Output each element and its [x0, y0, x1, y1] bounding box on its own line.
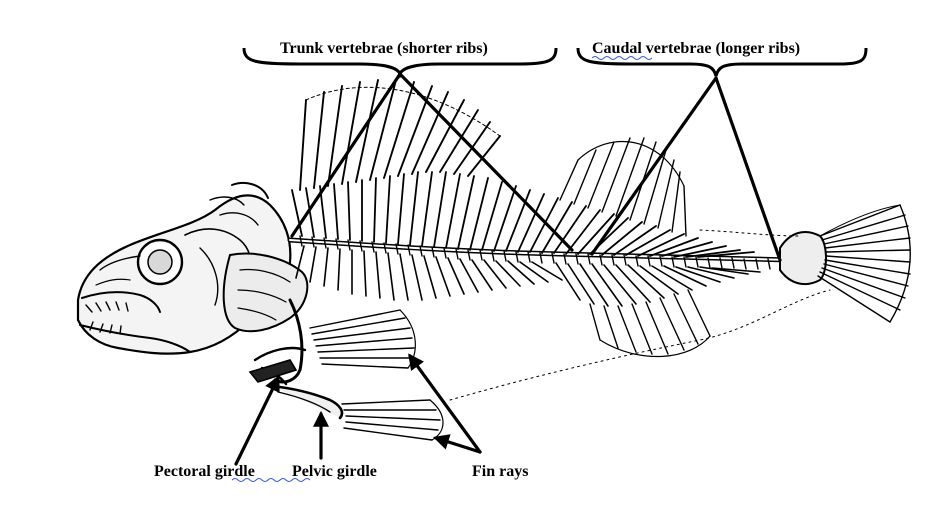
label-pelvic-girdle: Pelvic girdle — [292, 463, 377, 480]
body-outline — [449, 229, 831, 401]
label-fin-rays: Fin rays — [472, 463, 528, 480]
pelvic-girdle — [270, 384, 344, 420]
dorsal-fin-spiny — [299, 79, 501, 191]
label-pectoral-girdle: Pectoral girdle — [154, 463, 255, 480]
dorsal-fin-soft — [559, 137, 687, 237]
pectoral-fin — [309, 309, 416, 369]
fish-skeleton — [76, 79, 911, 441]
label-trunk-vertebrae: Trunk vertebrae (shorter ribs) — [280, 40, 488, 57]
spellcheck-underline-girdle — [231, 478, 311, 482]
haemal-spines — [555, 262, 761, 307]
anal-fin — [589, 289, 711, 358]
pelvic-fin — [341, 399, 444, 441]
pectoral-girdle — [248, 298, 307, 386]
label-caudal-vertebrae: Caudal vertebrae (longer ribs) — [592, 40, 800, 57]
skull — [76, 181, 309, 355]
caudal-fin — [779, 204, 911, 323]
trunk-ribs — [295, 245, 563, 301]
spellcheck-underline-caudal — [591, 56, 653, 60]
vertebral-column — [287, 235, 793, 271]
caudal-bracket — [576, 47, 868, 77]
pointer-lines — [234, 72, 782, 466]
neural-spines — [291, 171, 755, 258]
